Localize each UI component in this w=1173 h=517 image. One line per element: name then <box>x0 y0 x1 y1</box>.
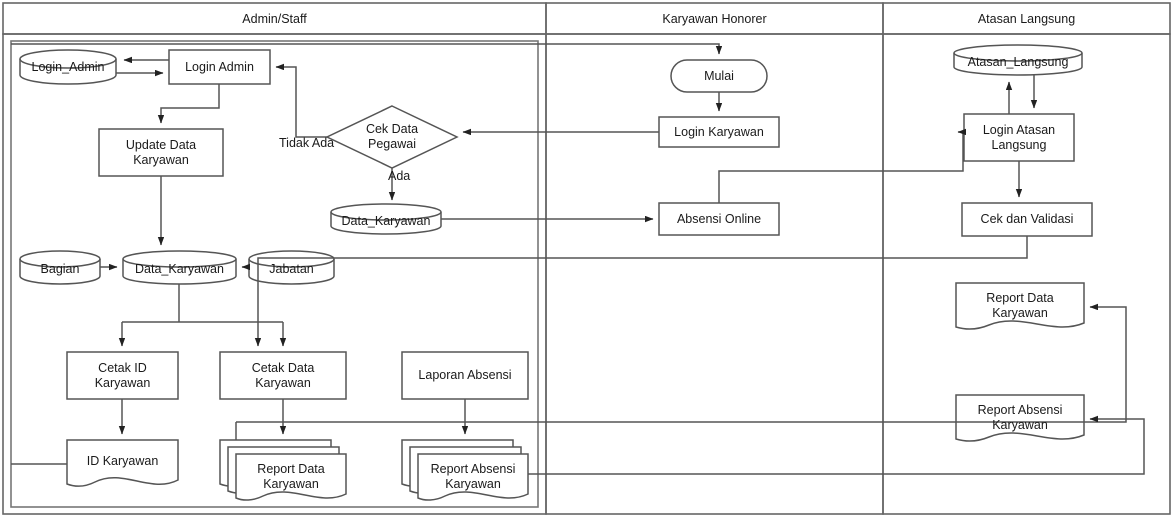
node-mulai <box>670 59 768 93</box>
node-cek-data-pegawai <box>325 105 459 169</box>
edge-reportabsensi-to-atasandoc <box>528 415 1145 475</box>
node-cetak-id-karyawan <box>66 351 179 400</box>
node-absensi-online <box>658 202 780 236</box>
node-bagian-db <box>19 250 101 285</box>
node-report-data-multi <box>219 439 347 501</box>
lane-body-karyawan <box>545 33 884 515</box>
node-laporan-absensi <box>401 351 529 400</box>
lane-title-karyawan: Karyawan Honorer <box>662 11 767 26</box>
connectors <box>11 43 1145 475</box>
edge-loginadmin-to-update <box>157 84 220 124</box>
node-login-karyawan <box>658 116 780 148</box>
node-jabatan-db <box>248 250 335 285</box>
lane-title-atasan: Atasan Langsung <box>977 11 1076 26</box>
edge-start-to-mulai <box>11 43 723 55</box>
edge-label-ada: Ada <box>388 169 411 183</box>
node-id-karyawan-doc <box>66 439 179 487</box>
edge-tidakada-to-loginadmin <box>275 63 327 138</box>
edge-reportdata-to-atasandoc <box>236 303 1127 423</box>
edge-label-tidak-ada: Tidak Ada <box>279 136 335 150</box>
node-update-data-karyawan <box>98 128 224 177</box>
node-login-admin-db <box>19 49 117 85</box>
node-login-admin <box>168 49 271 85</box>
node-cetak-data-karyawan <box>219 351 347 400</box>
node-atasan-langsung-db <box>953 44 1083 76</box>
lane-body-atasan <box>882 33 1171 515</box>
node-report-absensi-doc <box>955 394 1085 442</box>
edge-absensi-to-loginatasan <box>718 128 966 203</box>
admin-inner-border <box>10 40 539 508</box>
node-report-absensi-multi <box>401 439 529 501</box>
node-login-atasan <box>963 113 1075 162</box>
node-report-data-doc <box>955 282 1085 330</box>
edge-cekvalidasi-to-laporan <box>254 236 1028 347</box>
node-data-karyawan-mid <box>330 203 442 235</box>
node-cek-validasi <box>961 202 1093 237</box>
lane-title-admin: Admin/Staff <box>242 11 307 26</box>
node-data-karyawan-db <box>122 250 237 285</box>
